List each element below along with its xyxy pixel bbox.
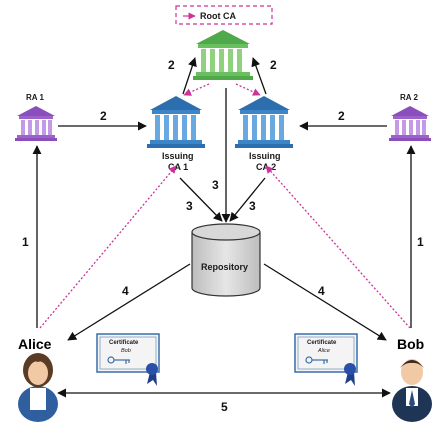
ra2-building-icon <box>389 106 431 141</box>
issuing-ca1-building-icon <box>147 96 205 148</box>
step-3-label-right: 3 <box>249 199 256 213</box>
certificate-bob-title: Certificate <box>109 340 139 346</box>
certificate-bob-name: Bob <box>121 348 131 354</box>
step-2-label-left: 2 <box>100 109 107 123</box>
ra2-label: RA 2 <box>400 93 418 102</box>
arrow-repository-to-bob <box>263 263 387 341</box>
certificate-alice-title: Certificate <box>307 340 337 346</box>
bob-avatar-icon <box>392 359 432 422</box>
step-2-label-left-top: 2 <box>168 58 175 72</box>
issuing-ca2-building-icon <box>235 96 293 148</box>
ra1-label: RA 1 <box>26 93 44 102</box>
alice-label: Alice <box>18 336 52 352</box>
ra1-building-icon <box>15 106 57 141</box>
step-1-label-right: 1 <box>417 235 424 249</box>
certificate-alice-name: Alice <box>317 348 330 354</box>
issuing-ca2-label-line2: CA 2 <box>256 162 276 172</box>
arrow-repository-to-alice <box>67 263 191 341</box>
step-4-label-left: 4 <box>122 284 129 298</box>
step-1-label-left: 1 <box>22 235 29 249</box>
issuing-ca1-label-line1: Issuing <box>162 151 194 161</box>
repository-label: Repository <box>201 262 248 272</box>
dotted-alice-to-ca1 <box>39 165 177 329</box>
step-4-label-right: 4 <box>318 284 325 298</box>
ribbon-icon <box>147 372 157 386</box>
arrow-ca1-to-repository <box>179 177 223 222</box>
arrow-ca2-to-root <box>251 57 267 95</box>
arrow-ca2-to-repository <box>229 177 266 222</box>
arrow-ca1-to-root <box>182 57 197 95</box>
step-2-label-right: 2 <box>338 109 345 123</box>
step-2-label-right-top: 2 <box>270 58 277 72</box>
repository-database-icon <box>191 223 261 297</box>
root-ca-label-box: Root CA <box>175 5 273 25</box>
dotted-root-to-ca2 <box>235 83 261 96</box>
issuing-ca2-label-line1: Issuing <box>249 151 281 161</box>
issuing-ca1-label-line2: CA 1 <box>168 162 188 172</box>
step-3-label-left: 3 <box>186 199 193 213</box>
dotted-bob-to-ca2 <box>265 165 411 329</box>
bob-label: Bob <box>397 336 424 352</box>
step-5-label: 5 <box>221 400 228 414</box>
root-ca-label: Root CA <box>200 11 236 21</box>
alice-avatar-icon <box>18 353 58 422</box>
step-3-label-center: 3 <box>212 178 219 192</box>
certificate-alice-icon: Certificate Alice <box>294 333 358 386</box>
dotted-root-to-ca1 <box>183 83 210 96</box>
certificate-bob-icon: Certificate Bob <box>96 333 160 386</box>
ribbon-icon <box>345 372 355 386</box>
root-ca-building-icon <box>193 30 253 80</box>
